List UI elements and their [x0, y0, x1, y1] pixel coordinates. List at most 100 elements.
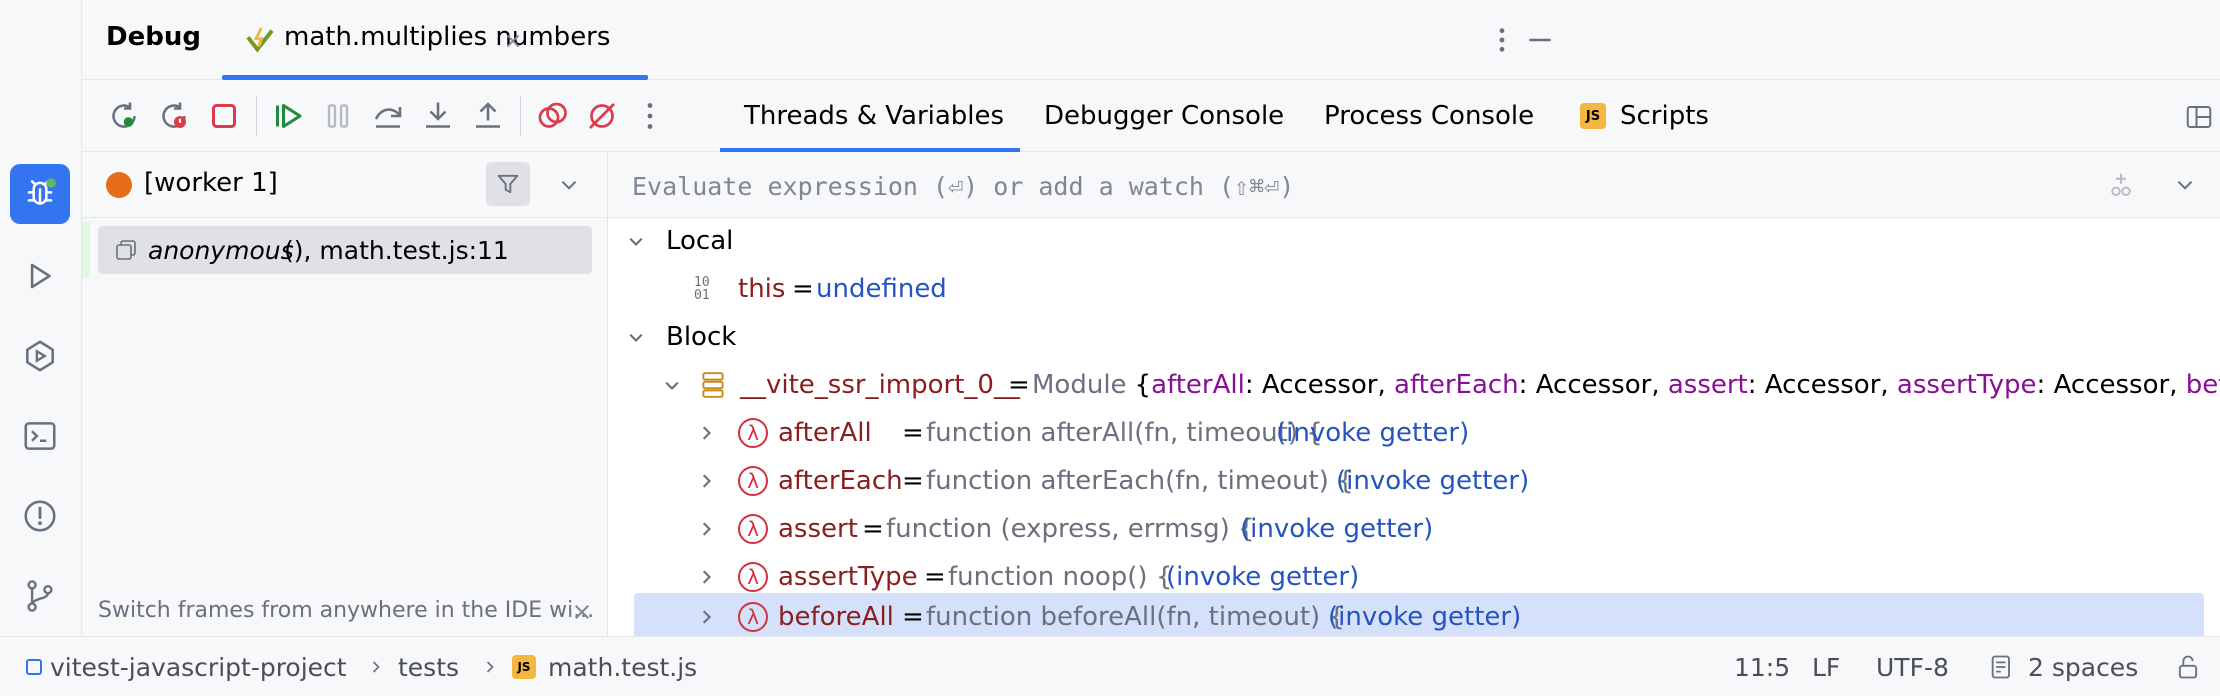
chevron-down-icon[interactable]: [556, 172, 582, 198]
debug-header: Debug math.multiplies numbers: [82, 0, 2220, 80]
stop-icon[interactable]: [206, 98, 242, 134]
vitest-icon: [246, 27, 274, 53]
run-tool-button[interactable]: [10, 246, 70, 306]
function-icon: λ: [738, 514, 768, 544]
variable-getter[interactable]: λ assert = function (express, errmsg) { …: [608, 505, 2220, 553]
toolbar-separator: [256, 96, 257, 136]
frames-pane: [worker 1] anonymous (), math.test.js:11…: [82, 152, 608, 636]
close-icon[interactable]: [504, 32, 522, 50]
variable-getter[interactable]: λ afterEach = function afterEach(fn, tim…: [608, 457, 2220, 505]
frames-hint-text: Switch frames from anywhere in the IDE w…: [98, 598, 595, 623]
debug-tool-button[interactable]: [10, 164, 70, 224]
variable-name: beforeAll: [778, 602, 894, 632]
chevron-right-icon[interactable]: [692, 467, 720, 495]
variable-value: function beforeAll(fn, timeout) {: [926, 602, 1345, 632]
variable-getter[interactable]: λ assertType = function noop() { (invoke…: [608, 553, 2220, 601]
view-breakpoints-icon[interactable]: [534, 98, 570, 134]
tool-window-title: Debug: [106, 22, 201, 52]
tab-process-console[interactable]: Process Console: [1324, 101, 1535, 131]
js-test-file-icon: JS: [512, 655, 536, 679]
pause-icon[interactable]: [320, 98, 356, 134]
chevron-down-icon[interactable]: [622, 323, 650, 351]
step-into-icon[interactable]: [420, 98, 456, 134]
thread-name: [worker 1]: [144, 168, 278, 198]
run-configuration-tab[interactable]: math.multiplies numbers: [222, 0, 648, 80]
step-out-icon[interactable]: [470, 98, 506, 134]
filter-button[interactable]: [486, 162, 530, 206]
variable-name: assert: [778, 514, 858, 544]
run-tab-underline: [222, 75, 648, 80]
invoke-getter-link[interactable]: (invoke getter): [1336, 466, 1530, 496]
variable-module[interactable]: __vite_ssr_import_0__ = Module { afterAl…: [608, 361, 2220, 409]
lock-icon[interactable]: [2174, 653, 2202, 681]
chevron-right-icon[interactable]: [692, 603, 720, 631]
invoke-getter-link[interactable]: (invoke getter): [1166, 562, 1360, 592]
debug-toolbar: Threads & Variables Debugger Console Pro…: [82, 80, 2220, 152]
chevron-right-icon: [372, 661, 380, 673]
scope-local[interactable]: Local: [608, 217, 2220, 265]
breadcrumb-project[interactable]: vitest-javascript-project: [26, 637, 347, 696]
layout-icon[interactable]: [2184, 102, 2214, 132]
filter-icon: [497, 174, 519, 194]
breadcrumb-file[interactable]: JS math.test.js: [512, 637, 697, 696]
variable-value: function afterEach(fn, timeout) {: [926, 466, 1354, 496]
minimize-icon[interactable]: [1524, 24, 1556, 56]
tab-debugger-console[interactable]: Debugger Console: [1044, 101, 1285, 131]
step-over-icon[interactable]: [370, 98, 406, 134]
breadcrumb-folder[interactable]: tests: [398, 652, 460, 682]
status-bar: vitest-javascript-project tests JS math.…: [0, 636, 2220, 696]
function-icon: λ: [738, 562, 768, 592]
variable-value: function (express, errmsg) {: [886, 514, 1255, 544]
function-icon: λ: [738, 418, 768, 448]
frame-location: (), math.test.js:11: [284, 235, 509, 265]
caret-position[interactable]: 11:5: [1734, 652, 1791, 682]
add-watch-icon[interactable]: [2106, 170, 2136, 200]
tool-window-strip: [0, 0, 82, 636]
invoke-getter-link[interactable]: (invoke getter): [1328, 602, 1522, 632]
current-frame-marker: [82, 222, 90, 278]
more-vertical-icon[interactable]: [632, 98, 668, 134]
variable-name: this: [738, 274, 786, 304]
chevron-right-icon[interactable]: [692, 419, 720, 447]
thread-selector[interactable]: [worker 1]: [82, 152, 608, 218]
terminal-tool-button[interactable]: [10, 406, 70, 466]
file-encoding[interactable]: UTF-8: [1876, 652, 1949, 682]
scope-block[interactable]: Block: [608, 313, 2220, 361]
chevron-down-icon[interactable]: [622, 227, 650, 255]
invoke-getter-link[interactable]: (invoke getter): [1276, 418, 1470, 448]
invoke-getter-link[interactable]: (invoke getter): [1240, 514, 1434, 544]
variable-value: function afterAll(fn, timeout) {: [926, 418, 1323, 448]
tab-scripts[interactable]: JS Scripts: [1580, 80, 1709, 152]
close-icon[interactable]: [572, 602, 592, 622]
equals-sign: =: [1008, 370, 1030, 400]
more-vertical-icon[interactable]: [1486, 24, 1518, 56]
rerun-failed-icon[interactable]: [156, 98, 192, 134]
line-separator[interactable]: LF: [1812, 652, 1841, 682]
resume-icon[interactable]: [270, 98, 306, 134]
chevron-right-icon[interactable]: [692, 563, 720, 591]
problems-tool-button[interactable]: [10, 486, 70, 546]
mute-breakpoints-icon[interactable]: [584, 98, 620, 134]
equals-sign: =: [792, 274, 814, 304]
frame-icon: [116, 240, 136, 260]
stack-frame[interactable]: anonymous (), math.test.js:11: [98, 226, 592, 274]
chevron-right-icon[interactable]: [692, 515, 720, 543]
variable-getter-selected[interactable]: λ beforeAll = function beforeAll(fn, tim…: [634, 593, 2204, 636]
variable-getter[interactable]: λ afterAll = function afterAll(fn, timeo…: [608, 409, 2220, 457]
indent-setting[interactable]: 2 spaces: [1988, 637, 2138, 696]
evaluate-expression-input[interactable]: [632, 166, 2072, 206]
git-branch-icon: [27, 580, 53, 612]
variable-value: undefined: [816, 274, 947, 304]
rerun-icon[interactable]: [106, 98, 142, 134]
scope-label: Local: [666, 226, 734, 256]
tab-threads-variables[interactable]: Threads & Variables: [720, 80, 1020, 152]
services-tool-button[interactable]: [10, 326, 70, 386]
variable-name: afterAll: [778, 418, 872, 448]
function-icon: λ: [738, 602, 768, 632]
services-icon: [26, 340, 54, 372]
chevron-down-icon[interactable]: [658, 371, 686, 399]
chevron-down-icon[interactable]: [2172, 172, 2198, 198]
problems-icon: [24, 500, 56, 532]
git-tool-button[interactable]: [10, 566, 70, 626]
